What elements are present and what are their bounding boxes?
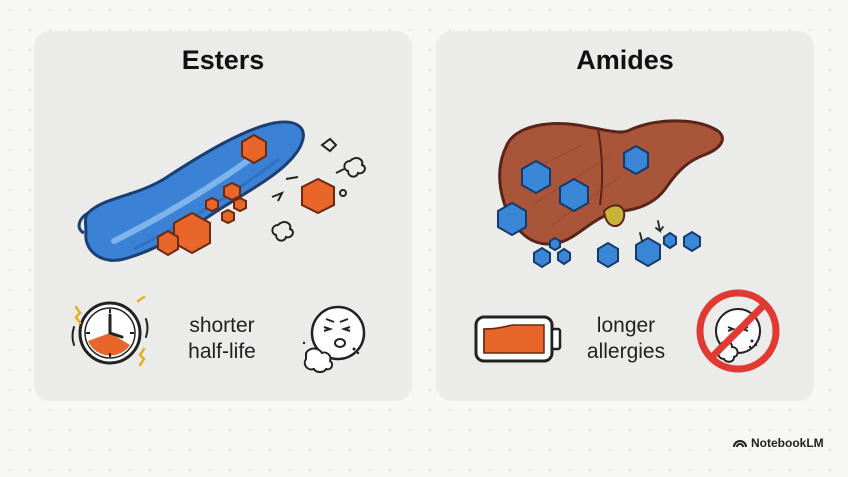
bacterium-icon: [74, 101, 374, 271]
battery-icon: [472, 313, 564, 365]
esters-caption-line2: half-life: [170, 339, 274, 365]
clock-icon: [68, 293, 154, 371]
esters-caption: shorter half-life: [170, 313, 274, 365]
amides-title: Amides: [436, 47, 814, 74]
amides-caption-line2: allergies: [576, 339, 676, 365]
esters-caption-line1: shorter: [170, 313, 274, 339]
liver-icon: [492, 115, 732, 275]
sick-face-icon: [298, 303, 370, 373]
esters-title: Esters: [34, 47, 412, 74]
notebooklm-logo-icon: [733, 438, 747, 448]
notebooklm-brand: NotebookLM: [733, 436, 824, 450]
amides-panel: Amides longer allerg: [436, 31, 814, 401]
brand-label: NotebookLM: [751, 436, 824, 450]
amides-caption: longer allergies: [576, 313, 676, 365]
esters-panel: Esters: [34, 31, 412, 401]
no-allergy-icon: [692, 287, 784, 379]
amides-caption-line1: longer: [576, 313, 676, 339]
